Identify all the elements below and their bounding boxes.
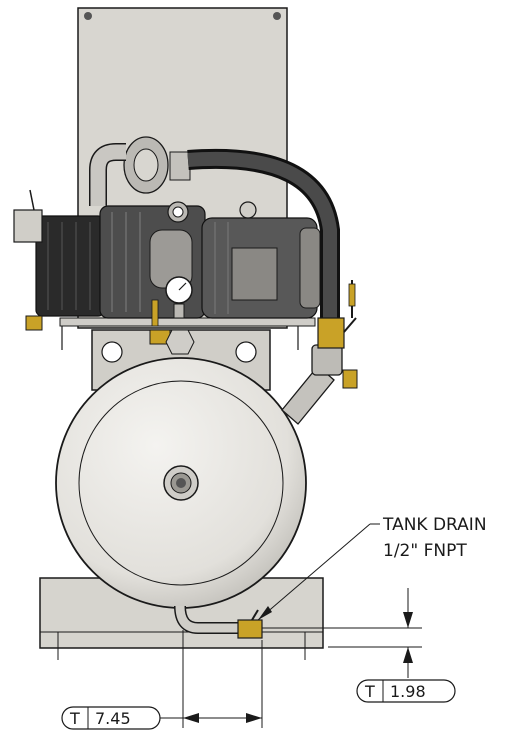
compressor-unit <box>13 136 357 355</box>
horizontal-dimension <box>61 630 263 730</box>
dimension-arrow-right-icon <box>246 713 262 723</box>
dimension-arrow-down-icon <box>403 612 413 628</box>
drain-valve-icon <box>237 619 263 639</box>
dimension-tolerance-prefix: T <box>364 682 375 701</box>
mounting-hole-icon <box>84 12 92 20</box>
callout-line-2: 1/2" FNPT <box>383 541 467 561</box>
dimension-value: 7.45 <box>95 709 131 728</box>
dimension-tolerance-prefix: T <box>69 709 80 728</box>
arrowhead-icon <box>258 606 272 620</box>
dimension-badge <box>356 679 456 703</box>
inlet-filter-icon <box>13 209 43 243</box>
tank-drain <box>174 605 263 639</box>
air-tank <box>55 357 307 609</box>
tank-outlet-elbow <box>281 344 358 425</box>
vertical-dimension <box>262 588 456 703</box>
dimension-arrow-up-icon <box>403 647 413 663</box>
fan-housing <box>35 215 105 317</box>
callout-line-1: TANK DRAIN <box>382 515 487 535</box>
mounting-hole-icon <box>273 12 281 20</box>
lifting-eye-icon <box>239 201 257 219</box>
dimension-badge <box>61 706 161 730</box>
dimension-value: 1.98 <box>390 682 426 701</box>
ball-valve-icon <box>317 317 345 349</box>
callout-leader <box>257 523 380 621</box>
dimension-arrow-left-icon <box>183 713 199 723</box>
